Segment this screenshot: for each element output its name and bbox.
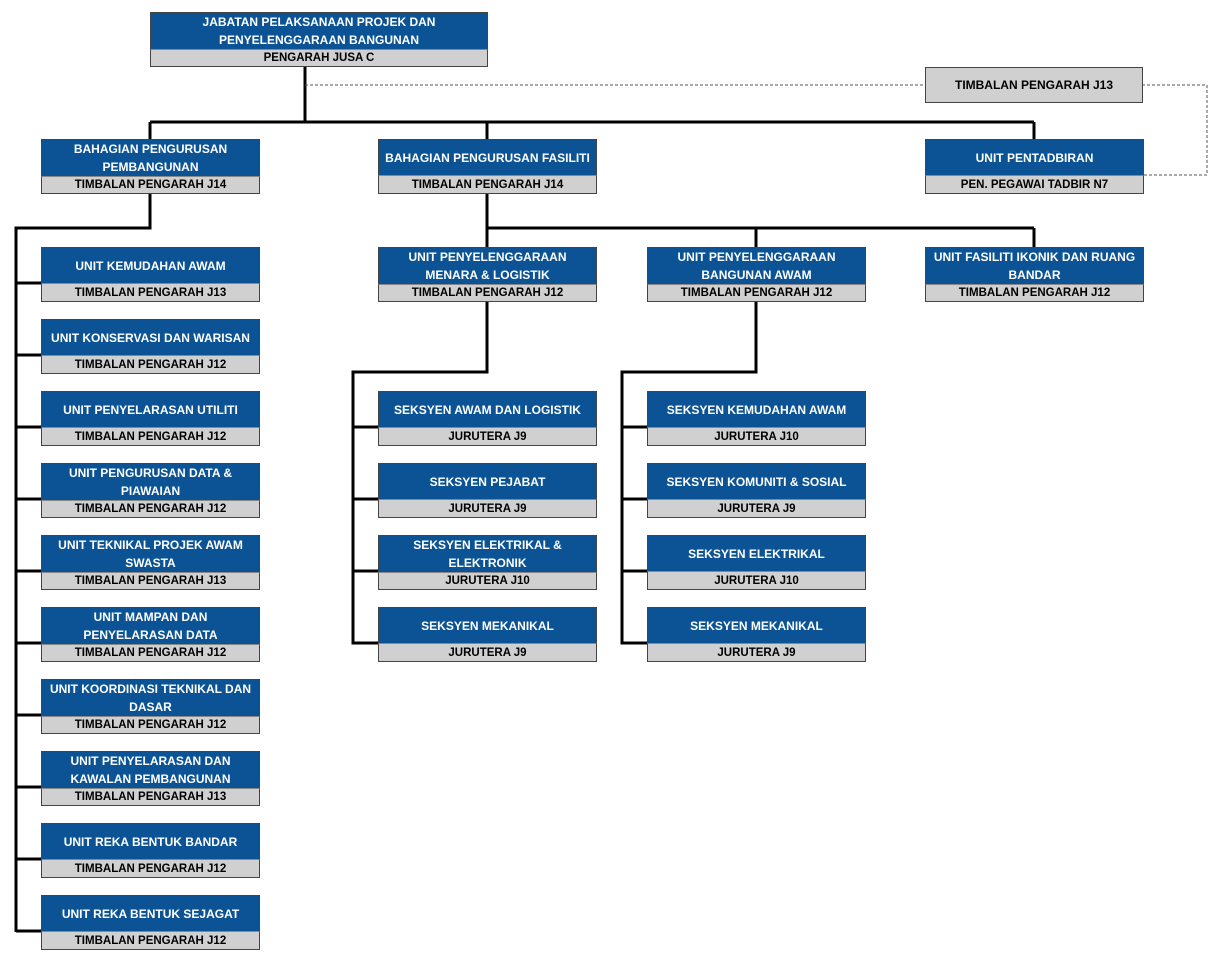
division-title: BAHAGIAN PENGURUSAN PEMBANGUNAN [41,139,260,176]
connector-u1-spine [351,301,489,645]
dev-unit: UNIT KONSERVASI DAN WARISAN TIMBALAN PEN… [41,319,260,374]
section-subtitle: JURUTERA J9 [647,499,866,518]
unit-subtitle: TIMBALAN PENGARAH J12 [41,500,260,518]
assistant-node: TIMBALAN PENGARAH J13 [925,67,1143,103]
section-subtitle: JURUTERA J9 [378,499,597,518]
unit-subtitle: TIMBALAN PENGARAH J12 [41,931,260,950]
section-node: SEKSYEN MEKANIKAL JURUTERA J9 [647,607,866,662]
division-admin: UNIT PENTADBIRAN PEN. PEGAWAI TADBIR N7 [925,139,1144,194]
unit-subtitle: TIMBALAN PENGARAH J12 [925,284,1144,302]
unit-title: UNIT PENYELARASAN DAN KAWALAN PEMBANGUNA… [41,751,260,788]
unit-title: UNIT PENYELENGGARAAN BANGUNAN AWAM [647,247,866,284]
section-title: SEKSYEN KOMUNITI & SOSIAL [647,463,866,499]
facility-unit: UNIT FASILITI IKONIK DAN RUANG BANDAR TI… [925,247,1144,302]
unit-title: UNIT KEMUDAHAN AWAM [41,247,260,283]
section-subtitle: JURUTERA J10 [647,427,866,446]
unit-title: UNIT REKA BENTUK SEJAGAT [41,895,260,931]
section-title: SEKSYEN AWAM DAN LOGISTIK [378,391,597,427]
section-title: SEKSYEN ELEKTRIKAL & ELEKTRONIK [378,535,597,572]
unit-title: UNIT KONSERVASI DAN WARISAN [41,319,260,355]
connector-u2-spine [620,301,758,645]
root-subtitle: PENGARAH JUSA C [150,49,488,67]
connector-dev-spine [14,193,152,932]
section-title: SEKSYEN MEKANIKAL [647,607,866,643]
connector-assistant [305,84,1208,176]
unit-subtitle: TIMBALAN PENGARAH J13 [41,283,260,302]
division-subtitle: TIMBALAN PENGARAH J14 [41,176,260,194]
root-node: JABATAN PELAKSANAAN PROJEK DAN PENYELENG… [150,12,488,67]
unit-subtitle: TIMBALAN PENGARAH J12 [41,859,260,878]
section-node: SEKSYEN MEKANIKAL JURUTERA J9 [378,607,597,662]
unit-title: UNIT KOORDINASI TEKNIKAL DAN DASAR [41,679,260,716]
division-title: UNIT PENTADBIRAN [925,139,1144,175]
unit-subtitle: TIMBALAN PENGARAH J13 [41,572,260,590]
section-title: SEKSYEN PEJABAT [378,463,597,499]
division-subtitle: TIMBALAN PENGARAH J14 [378,175,597,194]
dev-unit: UNIT REKA BENTUK SEJAGAT TIMBALAN PENGAR… [41,895,260,950]
section-subtitle: JURUTERA J9 [378,427,597,446]
dev-unit: UNIT REKA BENTUK BANDAR TIMBALAN PENGARA… [41,823,260,878]
unit-title: UNIT TEKNIKAL PROJEK AWAM SWASTA [41,535,260,572]
section-node: SEKSYEN KEMUDAHAN AWAM JURUTERA J10 [647,391,866,446]
dev-unit: UNIT PENGURUSAN DATA & PIAWAIAN TIMBALAN… [41,463,260,518]
dev-unit: UNIT KOORDINASI TEKNIKAL DAN DASAR TIMBA… [41,679,260,734]
unit-subtitle: TIMBALAN PENGARAH J12 [41,355,260,374]
dev-unit: UNIT MAMPAN DAN PENYELARASAN DATA TIMBAL… [41,607,260,662]
section-title: SEKSYEN MEKANIKAL [378,607,597,643]
facility-unit: UNIT PENYELENGGARAAN BANGUNAN AWAM TIMBA… [647,247,866,302]
section-subtitle: JURUTERA J9 [378,643,597,662]
unit-title: UNIT PENGURUSAN DATA & PIAWAIAN [41,463,260,500]
section-title: SEKSYEN ELEKTRIKAL [647,535,866,571]
section-title: SEKSYEN KEMUDAHAN AWAM [647,391,866,427]
dev-unit: UNIT KEMUDAHAN AWAM TIMBALAN PENGARAH J1… [41,247,260,302]
unit-title: UNIT PENYELENGGARAAN MENARA & LOGISTIK [378,247,597,284]
section-node: SEKSYEN KOMUNITI & SOSIAL JURUTERA J9 [647,463,866,518]
dev-unit: UNIT PENYELARASAN DAN KAWALAN PEMBANGUNA… [41,751,260,806]
dev-unit: UNIT PENYELARASAN UTILITI TIMBALAN PENGA… [41,391,260,446]
unit-title: UNIT REKA BENTUK BANDAR [41,823,260,859]
section-subtitle: JURUTERA J9 [647,643,866,662]
facility-unit: UNIT PENYELENGGARAAN MENARA & LOGISTIK T… [378,247,597,302]
unit-subtitle: TIMBALAN PENGARAH J12 [41,427,260,446]
unit-title: UNIT MAMPAN DAN PENYELARASAN DATA [41,607,260,644]
division-facility: BAHAGIAN PENGURUSAN FASILITI TIMBALAN PE… [378,139,597,194]
division-title: BAHAGIAN PENGURUSAN FASILITI [378,139,597,175]
section-node: SEKSYEN ELEKTRIKAL JURUTERA J10 [647,535,866,590]
section-subtitle: JURUTERA J10 [378,572,597,590]
unit-subtitle: TIMBALAN PENGARAH J13 [41,788,260,806]
unit-subtitle: TIMBALAN PENGARAH J12 [41,716,260,734]
unit-title: UNIT FASILITI IKONIK DAN RUANG BANDAR [925,247,1144,284]
section-node: SEKSYEN AWAM DAN LOGISTIK JURUTERA J9 [378,391,597,446]
section-node: SEKSYEN PEJABAT JURUTERA J9 [378,463,597,518]
unit-title: UNIT PENYELARASAN UTILITI [41,391,260,427]
section-node: SEKSYEN ELEKTRIKAL & ELEKTRONIK JURUTERA… [378,535,597,590]
division-development: BAHAGIAN PENGURUSAN PEMBANGUNAN TIMBALAN… [41,139,260,194]
unit-subtitle: TIMBALAN PENGARAH J12 [41,644,260,662]
unit-subtitle: TIMBALAN PENGARAH J12 [378,284,597,302]
section-subtitle: JURUTERA J10 [647,571,866,590]
dev-unit: UNIT TEKNIKAL PROJEK AWAM SWASTA TIMBALA… [41,535,260,590]
unit-subtitle: TIMBALAN PENGARAH J12 [647,284,866,302]
root-title: JABATAN PELAKSANAAN PROJEK DAN PENYELENG… [150,12,488,49]
division-subtitle: PEN. PEGAWAI TADBIR N7 [925,175,1144,194]
